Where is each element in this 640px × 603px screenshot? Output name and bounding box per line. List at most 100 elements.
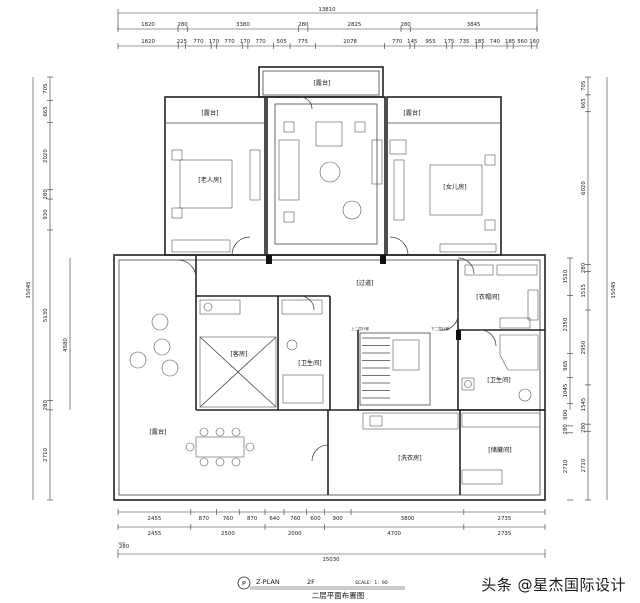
bathroom-2-label: [卫生间] [487,376,510,384]
door-swings [177,96,497,462]
left-inner-dim: 4580 [63,338,69,352]
dining-chair [185,442,195,452]
bottom-dim-2-label: 2000 [288,531,302,537]
bottom-dim-2-label: 2455 [148,531,162,537]
left-dim-label: 280 [43,399,49,410]
left-dim-label: 2020 [43,149,49,163]
bottom-dim-1-label: 760 [223,516,234,522]
top-dim-2-label: 225 [177,39,187,45]
top-dim-2-label: 770 [392,39,403,45]
top-dim-1-label: 1820 [141,22,155,28]
plan-code: Z-PLAN [256,578,280,586]
bottom-dim-1-label: 870 [247,516,258,522]
plan-floor: 2F [307,578,315,586]
right-dim-label: 280 [581,262,587,273]
right-mid-dim-label: 2710 [563,459,569,473]
top-dim-2-label: 1820 [141,39,155,45]
top-dim-1-label: 280 [298,22,309,28]
terrace-right-label: [露台] [403,109,420,117]
plan-scale: SCALE：1：90 [355,580,388,586]
corridor-label: [过道] [356,279,373,287]
right-dim-label: 665 [581,98,587,108]
top-dim-1-label: 280 [177,22,188,28]
right-dim-label: 2710 [581,458,587,472]
right-dim-label: 705 [581,81,587,91]
terrace-bottom-label: [露台] [149,428,166,436]
left-dim-label: 5130 [43,308,49,322]
left-dim-label: 280 [43,189,49,200]
bottom-dim-1-label: 870 [199,516,210,522]
top-dim-2-label: 160 [529,39,540,45]
bathroom-1-label: [卫生间] [298,359,321,367]
plan-marker: P [242,580,246,588]
right-dim-label: 1545 [581,398,587,412]
bottom-dim-1-label: 760 [290,516,301,522]
top-dim-2-label: 2078 [343,39,357,45]
terrace-left-label: [露台] [201,109,218,117]
right-mid-dim-label: 965 [563,361,569,371]
dining-chairs [185,427,255,467]
left-overall-dim: 15045 [26,281,32,298]
right-dim-label: 2950 [581,340,587,354]
left-dim-label: 665 [43,106,49,116]
top-dim-2-label: 185 [505,39,515,45]
bottom-dim-1-label: 2455 [148,516,162,522]
bottom-dim-1-label: 2735 [498,516,512,522]
watermark: 头条 @星杰国际设计 [481,576,626,594]
plan-title: 二层平面布置图 [312,590,365,600]
top-dim-2-label: 560 [517,39,528,45]
top-dim-2-label: 770 [193,39,204,45]
top-dim-2-label: 170 [209,39,220,45]
daughter-room-label: [女儿房] [443,183,466,191]
cloakroom-label: [衣帽间] [476,293,499,301]
top-dim-1-label: 3380 [236,22,250,28]
dining-chair [215,427,225,437]
dining-chair [199,457,209,467]
bottom-small-dim: 280 [119,544,130,550]
top-dim-row-2: 1820 225 770 170 770 170 770 505 775 2078 770 145 95… [117,39,540,49]
top-dim-2-label: 770 [255,39,266,45]
top-overall-dim: 13810 [318,7,336,13]
bottom-dim-row-2: 2455 2500 2000 4700 2735 [117,524,546,537]
bottom-dim-2-label: 2500 [221,531,235,537]
top-dim-2-label: 740 [490,39,501,45]
top-dim-2-label: 770 [224,39,235,45]
walls [113,66,546,501]
elder-room-label: [老人房] [198,176,221,184]
title-block: P Z-PLAN 2F SCALE：1：90 二层平面布置图 [237,576,405,600]
dining-chair [245,442,255,452]
top-dim-2-label: 145 [407,39,417,45]
up-stairs-label: 上二层行梯 [351,326,369,331]
top-dim-2-label: 505 [277,39,287,45]
bottom-dim-2-label: 2735 [498,531,512,537]
bottom-dim-2-label: 4700 [387,531,401,537]
left-dim-label: 2710 [43,447,49,461]
right-dim-label: 280 [581,422,587,433]
bottom-dim-1-label: 600 [310,516,321,522]
top-dim-1-label: 3845 [467,22,481,28]
right-dim-label: 6020 [581,181,587,195]
terrace-top-label: [露台] [313,79,330,87]
laundry-label: [洗衣房] [398,454,421,462]
right-mid-dim-label: 900 [563,409,569,420]
bottom-dim-1-label: 3800 [401,516,415,522]
right-mid-dim-label: 280 [563,424,569,435]
top-dim-2-label: 775 [298,39,308,45]
top-dim-2-label: 185 [474,39,484,45]
top-dim-2-label: 170 [240,39,251,45]
top-dim-2-label: 955 [425,39,435,45]
right-mid-dim-label: 1510 [563,269,569,283]
top-dim-2-label: 735 [459,39,469,45]
bottom-dim-1-label: 640 [269,516,280,522]
storage-label: [储藏间] [488,446,511,454]
top-dim-1-label: 2825 [348,22,362,28]
